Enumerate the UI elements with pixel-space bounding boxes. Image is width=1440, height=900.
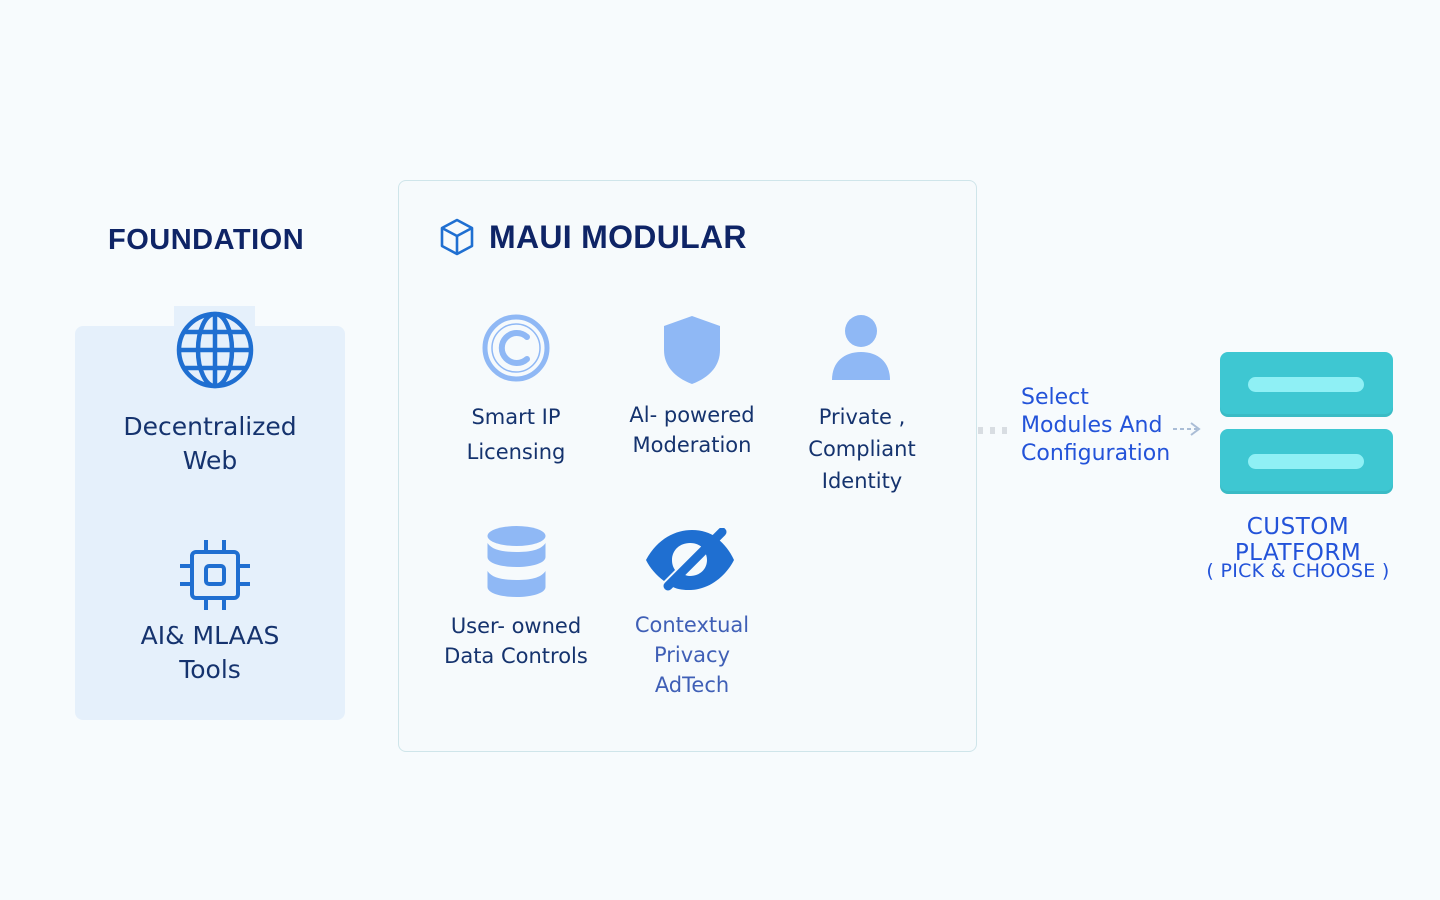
maui-modular-title: MAUI MODULAR: [489, 219, 747, 255]
cube-icon: [440, 218, 474, 256]
module-label: Smart IP Licensing: [466, 405, 566, 464]
arrow-right-icon: [978, 422, 1201, 436]
eye-slash-icon: [646, 528, 734, 591]
custom-platform-title: CUSTOM PLATFORM: [1234, 514, 1362, 566]
maui-modular-card: [398, 180, 977, 752]
foundation-item-label: AI& MLAAS Tools: [140, 621, 280, 684]
custom-platform-subtitle: ( PICK & CHOOSE ): [1206, 560, 1390, 582]
foundation-panel: [75, 326, 345, 720]
copyright-icon: [482, 314, 550, 382]
module-label: Contextual Privacy AdTech: [634, 613, 750, 697]
select-modules-label: Select Modules And Configuration: [1021, 385, 1171, 466]
foundation-item-label: Decentralized Web: [123, 412, 297, 475]
database-icon: [487, 526, 546, 597]
globe-icon: [176, 311, 254, 389]
module-label: User- owned Data Controls: [444, 614, 588, 668]
foundation-title: FOUNDATION: [108, 224, 305, 256]
server-unit-top: [1220, 352, 1393, 417]
module-label: Al- powered Moderation: [629, 403, 755, 457]
chip-icon: [180, 540, 250, 610]
shield-icon: [664, 316, 720, 384]
server-unit-bottom: [1220, 429, 1393, 494]
user-icon: [832, 315, 890, 380]
module-label: Private , Compliant Identity: [808, 405, 916, 493]
